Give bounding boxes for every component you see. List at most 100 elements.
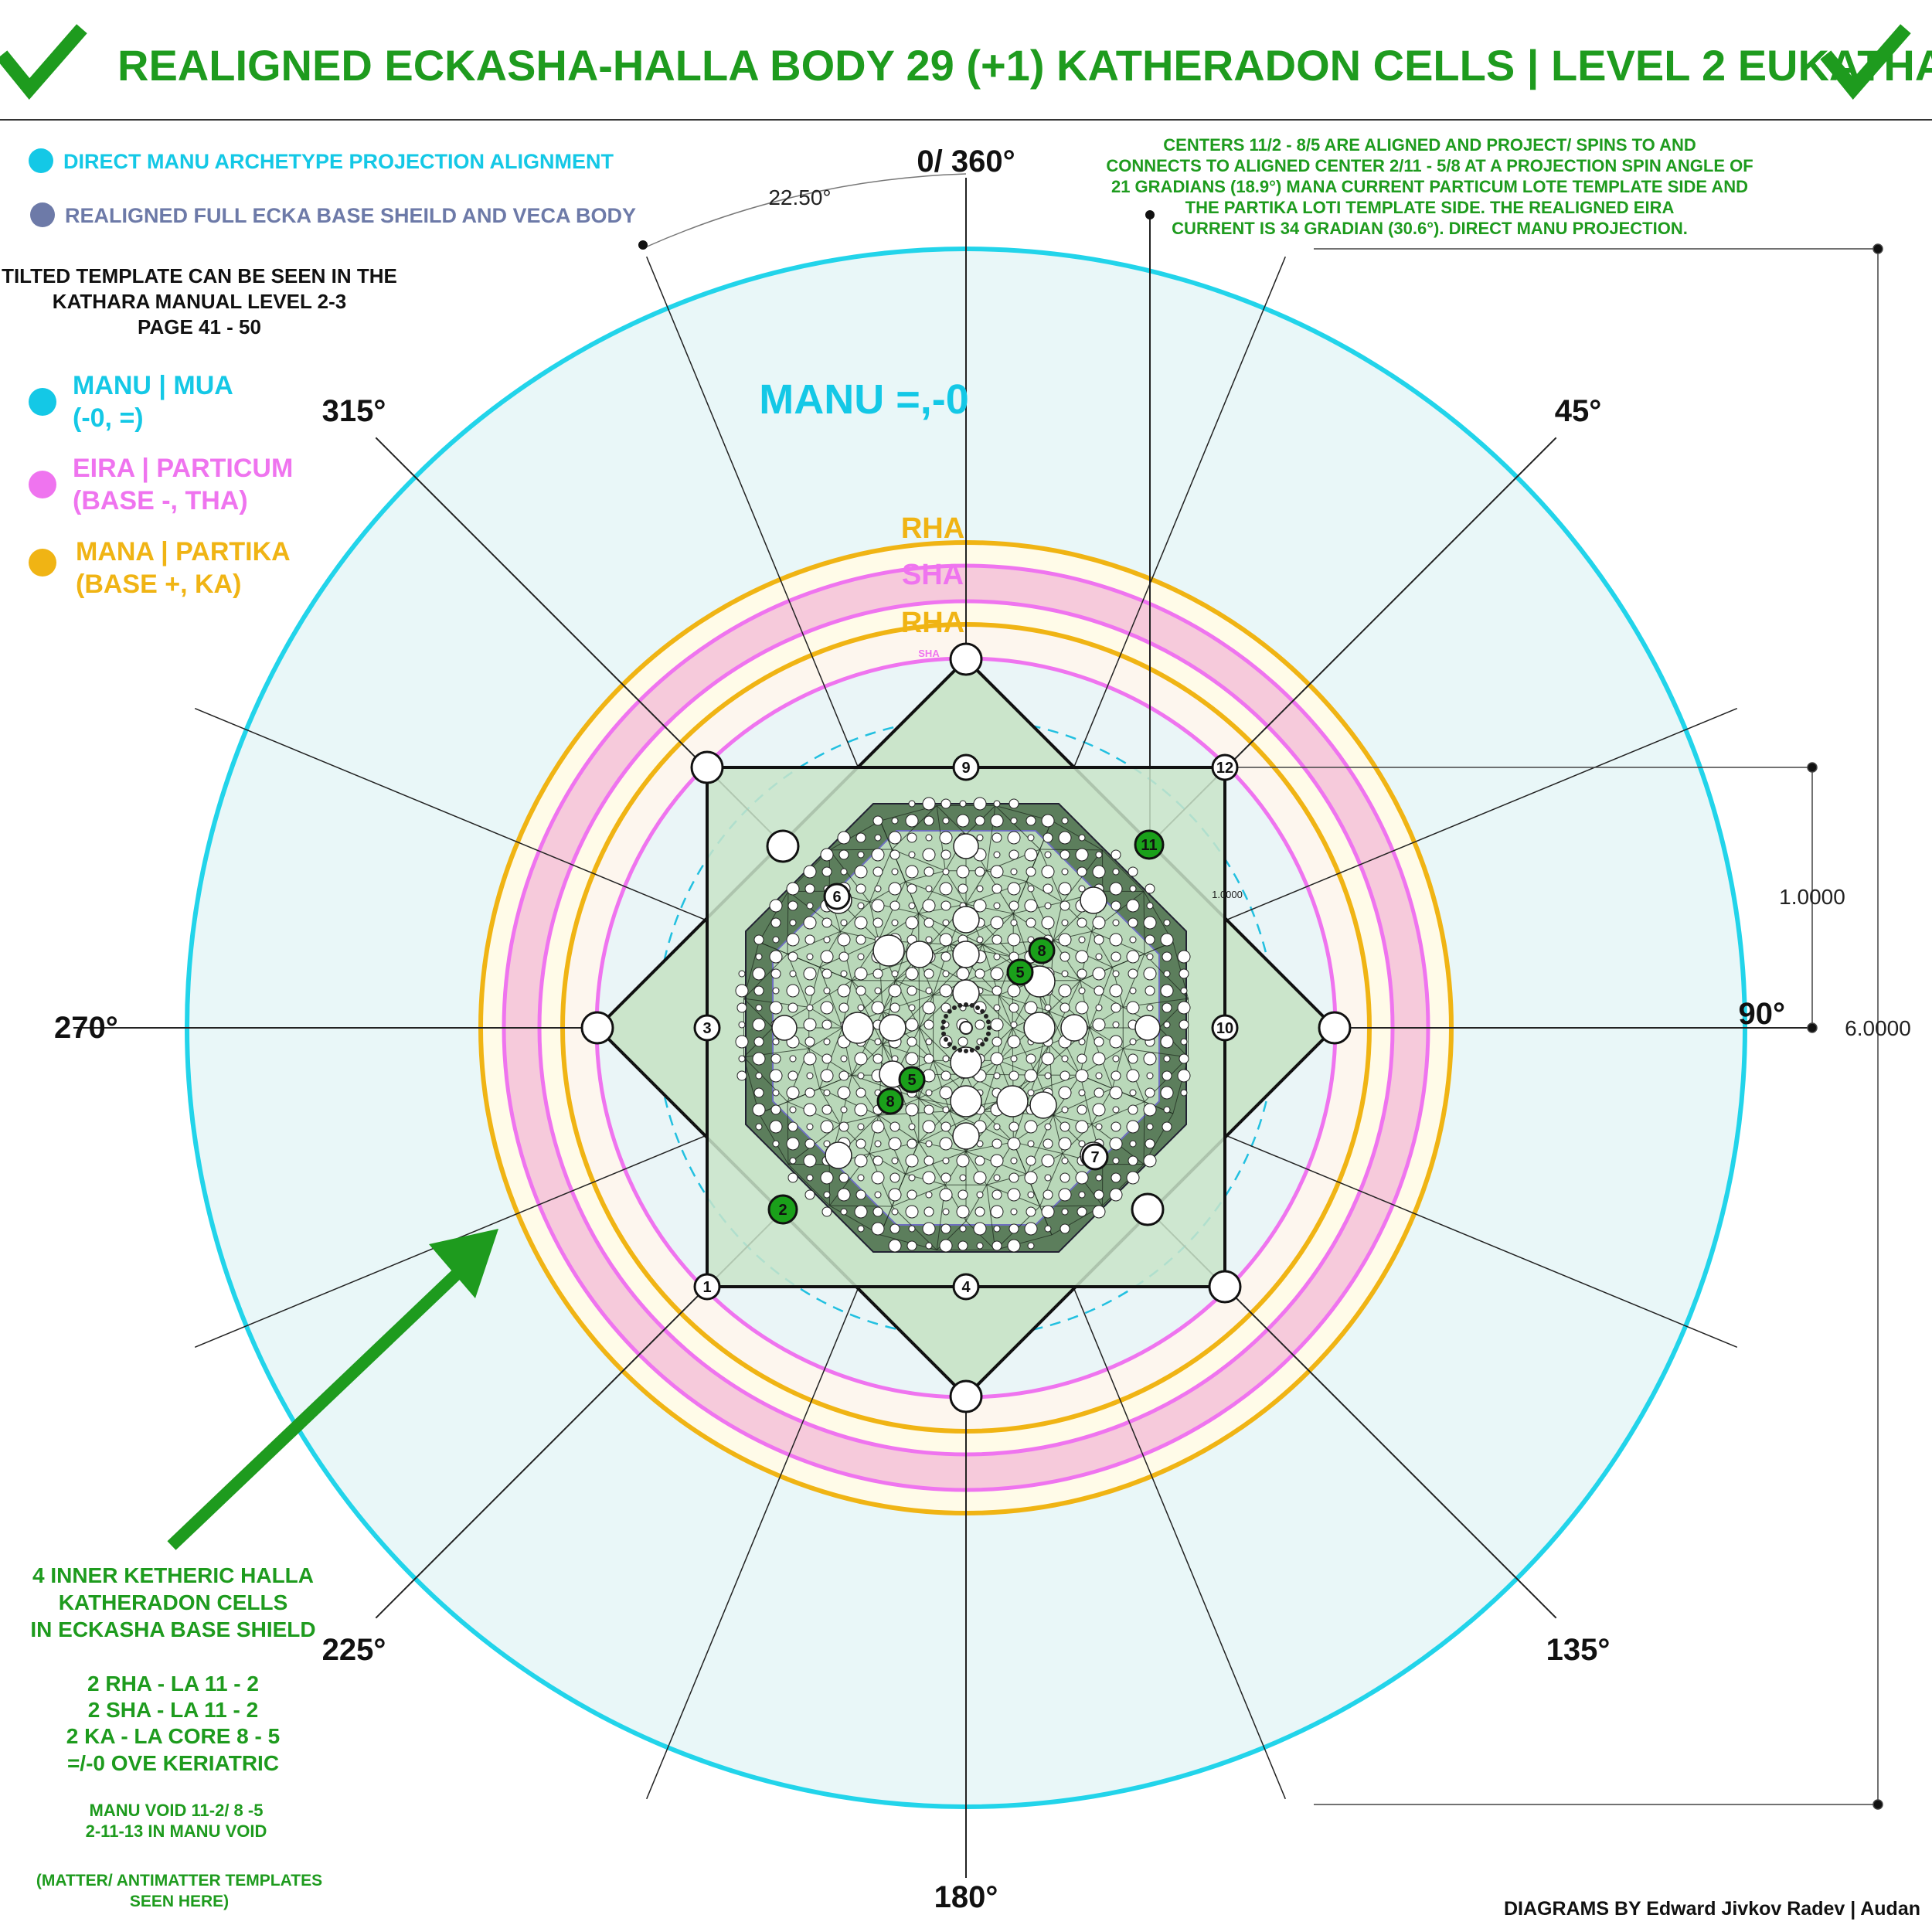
lattice-node [942,868,950,876]
lattice-node [872,968,883,979]
lattice-sphere [950,1046,982,1079]
lattice-node [1092,1103,1106,1117]
lattice-node [857,1072,865,1080]
lattice-node [1007,1137,1021,1151]
lattice-line [986,1185,996,1250]
lattice-node [1143,1154,1157,1168]
lattice-node [855,985,866,996]
lattice-node [804,934,815,945]
lattice-node [803,865,817,879]
lattice-node [1146,1123,1154,1131]
lattice-node [1058,1188,1072,1202]
lattice-node [854,967,868,981]
lattice-node [823,1089,831,1097]
lattice-node [905,865,919,879]
cells-line11: SEEN HERE) [130,1893,229,1910]
lattice-node [992,1189,1002,1200]
lattice-node [976,936,984,944]
node-unlabeled [1208,1270,1242,1304]
lattice-node [1077,1053,1087,1064]
lattice-node [1179,968,1189,979]
lattice-node [889,1002,900,1013]
lattice-node [820,1069,834,1083]
lattice-node [925,834,933,842]
lattice-node [1024,1222,1038,1236]
lattice-node [1078,987,1086,995]
note-pointer-dot [1145,210,1155,219]
tilted-template-line3: PAGE 41 - 50 [138,315,261,338]
lattice-node [1163,970,1171,978]
eira-legend-line1: EIRA | PARTICUM [73,454,293,483]
lattice-node [855,934,866,945]
lattice-node [939,831,953,845]
node-label-n8a: 8 [1037,943,1046,960]
lattice-line [1111,1048,1124,1089]
lattice-node [823,987,831,995]
dimension-lines [1221,243,1883,1810]
lattice-node [874,1191,882,1199]
cells-line2: KATHERADON CELLS [59,1590,288,1614]
lattice-node [992,934,1002,945]
cells-line7: =/-0 OVE KERIATRIC [67,1751,279,1775]
lattice-node [1027,885,1035,893]
sha-small-label: SHA [918,648,940,659]
lattice-node [857,851,865,859]
mana-legend-line2: (BASE +, KA) [76,570,241,599]
lattice-node [906,1189,917,1200]
lattice-node [753,985,764,996]
lattice-line [1051,820,1103,851]
lattice-sphere [1023,1012,1056,1044]
lattice-node [770,1053,781,1064]
lattice-line [995,1234,1053,1251]
lattice-node [1094,1036,1104,1047]
lattice-dot [980,1009,985,1014]
mana-swatch [29,549,56,577]
lattice-node [772,987,780,995]
lattice-node [923,968,934,979]
lattice-node [772,936,780,944]
lattice-dot [969,1047,975,1053]
lattice-node [1060,1223,1070,1234]
lattice-sphere [906,940,934,968]
lattice-node [1095,1004,1103,1012]
lattice-node [806,1174,814,1182]
lattice-node [975,1019,985,1030]
lattice-node [1024,1001,1038,1015]
lattice-node [1112,919,1120,927]
lattice-node [1026,866,1036,877]
arrow-icon [167,1229,498,1550]
lattice-node [906,1138,917,1149]
lattice-node [1180,987,1188,995]
lattice-node [874,1038,882,1046]
lattice-sphere [879,1014,906,1042]
lattice-node [1043,832,1053,843]
lattice-line [981,1060,999,1112]
lattice-node [874,834,882,842]
lattice-node [838,951,849,962]
lattice-line [1013,1141,1063,1155]
lattice-dot [975,1045,980,1050]
lattice-node [957,1189,968,1200]
lattice-node [736,1002,747,1013]
lattice-node [838,1172,849,1183]
lattice-node [957,883,968,894]
node-label-n10: 10 [1216,1020,1233,1037]
lattice-node [1109,1035,1123,1049]
lattice-node [891,1208,899,1216]
lattice-node [823,1038,831,1046]
eira-swatch [29,471,56,498]
lattice-node [992,1036,1002,1047]
lattice-node [888,831,902,845]
lattice-sphere [952,906,980,934]
lattice-node [1109,933,1123,947]
manu-swatch [29,388,56,416]
lattice-node [1007,933,1021,947]
projection-note: CENTERS 11/2 - 8/5 ARE ALIGNED AND PROJE… [1106,135,1753,238]
lattice-node [1077,866,1087,877]
lattice-node [1041,1052,1055,1066]
lattice-line [743,998,774,1029]
lattice-node [1060,1070,1070,1081]
lattice-node [837,1188,851,1202]
lattice-node [1180,1038,1188,1046]
lattice-node [1027,1140,1035,1148]
